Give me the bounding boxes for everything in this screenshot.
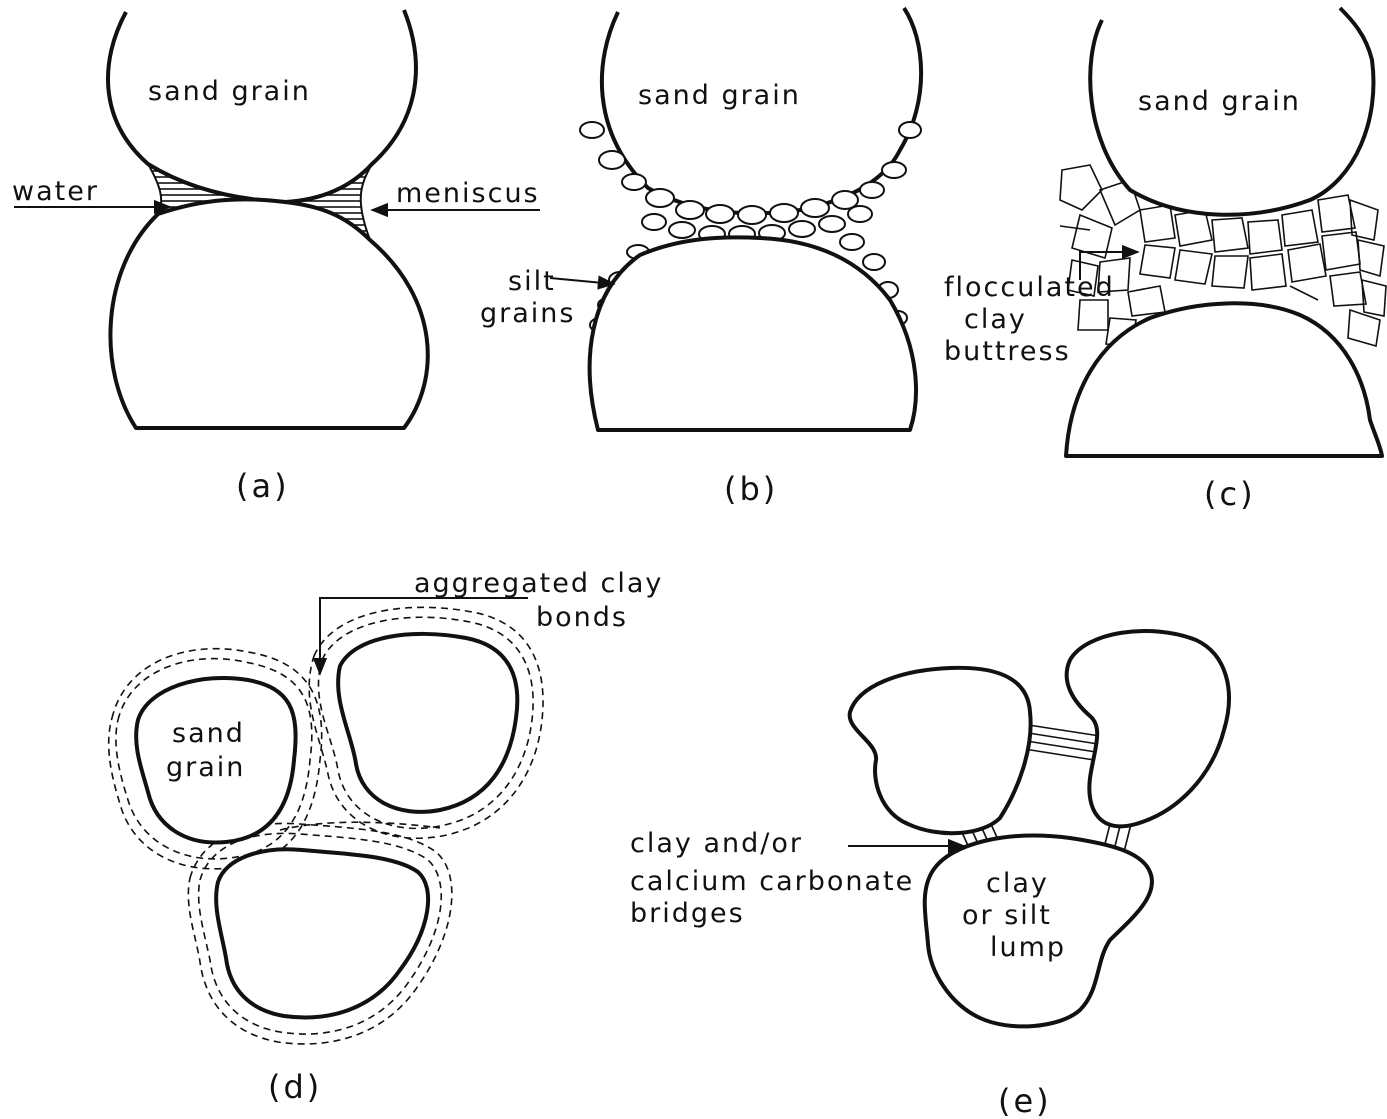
aggregated-label-line-1: aggregated clay — [414, 568, 663, 599]
panel-label-e: (e) — [998, 1082, 1052, 1119]
bridge-label-line-1: clay and/or — [630, 828, 803, 859]
clay-lump-left — [850, 668, 1031, 833]
aggregated-label-line-2: bonds — [536, 602, 628, 633]
grain-label-line-2: grain — [166, 752, 245, 783]
panel-e: clay and/or calcium carbonate bridges cl… — [630, 631, 1229, 1119]
lump-label-line-3: lump — [990, 932, 1066, 963]
panel-c: sand grain flocculated clay buttress (c) — [944, 8, 1386, 513]
bridge-label-line-3: bridges — [630, 898, 745, 929]
panel-b: sand grain silt grains (b) — [480, 8, 921, 508]
sand-grain-lower — [1066, 303, 1382, 456]
lump-label-line-1: clay — [986, 868, 1049, 899]
flocculated-label-line-3: buttress — [944, 336, 1071, 367]
lump-label-line-2: or silt — [962, 900, 1052, 931]
panel-label-d: (d) — [268, 1068, 322, 1106]
water-label: water — [12, 176, 99, 207]
panel-a: sand grain water meniscus (a) — [12, 10, 540, 505]
silt-label-line-1: silt — [508, 266, 556, 297]
grain-label: sand grain — [148, 76, 311, 107]
sand-grain-right — [338, 634, 517, 812]
sand-grain-bottom — [216, 849, 428, 1017]
panel-label-a: (a) — [236, 467, 290, 505]
flocculated-label-line-1: flocculated — [944, 272, 1115, 303]
grain-label: sand grain — [1138, 86, 1301, 117]
bridge-label-line-2: calcium carbonate — [630, 866, 914, 897]
grain-label: sand grain — [638, 80, 801, 111]
panel-label-b: (b) — [724, 470, 778, 508]
panel-d: aggregated clay bonds sand grain (d) — [109, 568, 664, 1106]
clay-lump-right — [1067, 631, 1229, 826]
grain-label-line-1: sand — [172, 718, 245, 749]
meniscus-label: meniscus — [396, 178, 540, 209]
sand-grain-lower — [110, 199, 427, 428]
flocculated-label-line-2: clay — [964, 304, 1027, 335]
clay-lump-bottom — [925, 836, 1152, 1027]
silt-label-line-2: grains — [480, 298, 575, 329]
panel-label-c: (c) — [1204, 475, 1256, 513]
